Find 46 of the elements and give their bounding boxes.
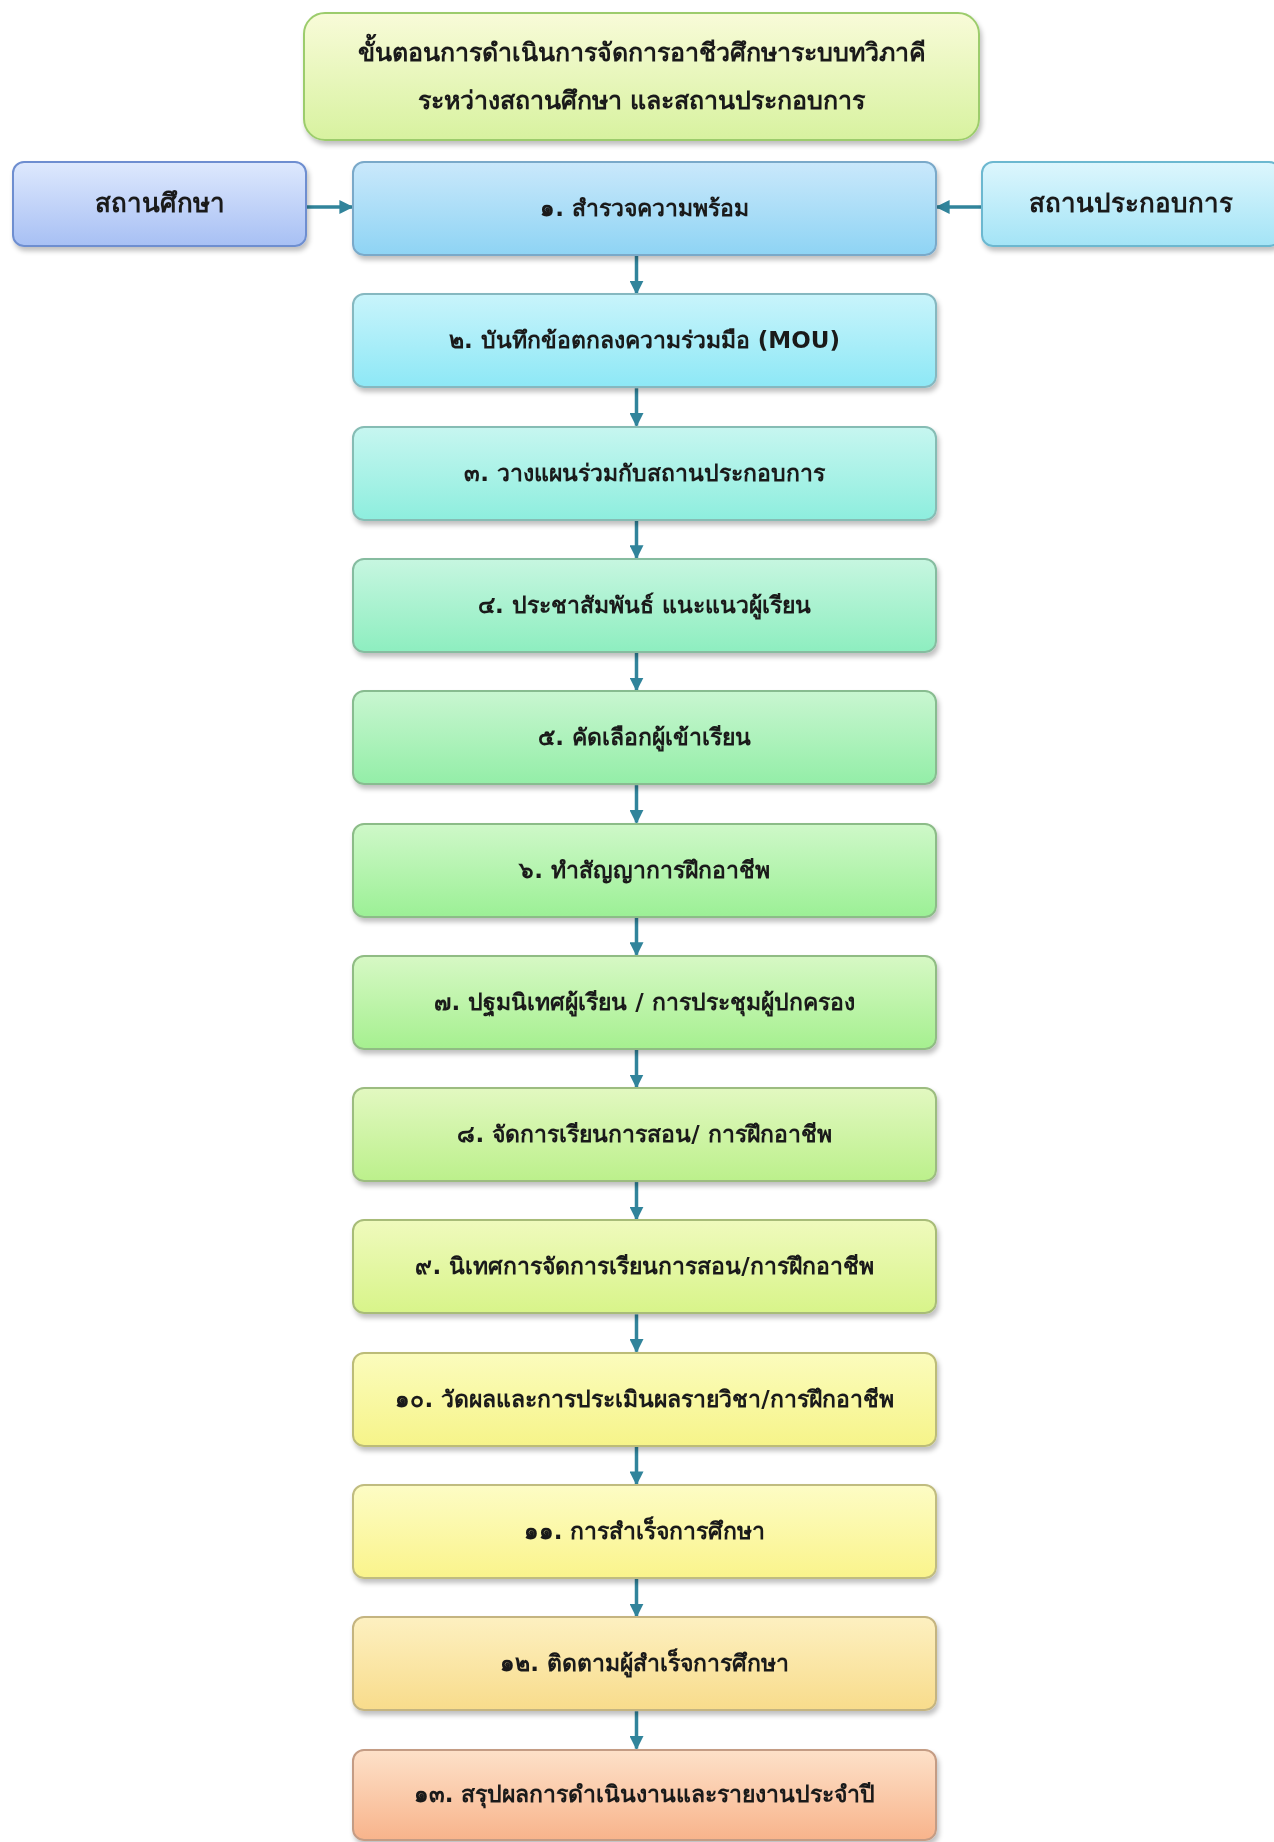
- step-label: ๒. บันทึกข้อตกลงความร่วมมือ (MOU): [449, 326, 840, 356]
- step-label: ๖. ทำสัญญาการฝึกอาชีพ: [519, 855, 770, 886]
- arrow: [307, 200, 354, 214]
- step-label: ๘. จัดการเรียนการสอน/ การฝึกอาชีพ: [457, 1120, 832, 1150]
- arrow: [629, 917, 644, 957]
- arrow: [629, 1446, 644, 1486]
- process-box: [352, 1087, 937, 1183]
- process-box: [352, 557, 937, 653]
- process-box: [352, 690, 937, 786]
- arrow: [629, 1711, 644, 1750]
- process-box: [352, 954, 937, 1050]
- step-label: ๔. ประชาสัมพันธ์ แนะแนวผู้เรียน: [478, 591, 811, 622]
- step-label: ๑๒. ติดตามผู้สำเร็จการศึกษา: [500, 1647, 789, 1680]
- process-box: [352, 161, 937, 256]
- step-label: สถานศึกษา: [94, 187, 225, 221]
- party-box: [12, 161, 307, 247]
- process-box: [352, 1616, 937, 1712]
- process-box: [352, 1748, 937, 1841]
- party-box: [981, 161, 1274, 247]
- arrow: [629, 1314, 644, 1354]
- arrow: [629, 652, 644, 692]
- arrow: [629, 785, 644, 824]
- arrow: [629, 388, 644, 427]
- step-label: ๗. ปฐมนิเทศผู้เรียน / การประชุมผู้ปกครอง: [434, 987, 855, 1019]
- arrow: [629, 256, 644, 295]
- step-label: ๕. คัดเลือกผู้เข้าเรียน: [538, 723, 751, 754]
- arrow: [935, 200, 981, 214]
- process-box: [352, 293, 937, 389]
- step-label: ๑๑. การสำเร็จการศึกษา: [523, 1515, 766, 1547]
- process-box: [352, 1484, 937, 1579]
- title-box: [303, 12, 980, 141]
- arrow: [629, 1049, 644, 1089]
- arrow: [629, 1182, 644, 1221]
- arrow: [629, 1579, 644, 1618]
- process-box: [352, 822, 937, 918]
- arrow: [629, 520, 644, 560]
- step-label: สถานประกอบการ: [1029, 187, 1233, 221]
- process-box: [352, 1351, 937, 1447]
- step-label: ๑๓. สรุปผลการดำเนินงานและรายงานประจำปี: [413, 1780, 876, 1811]
- process-box: [352, 425, 937, 521]
- title-text: ขั้นตอนการดำเนินการจัดการอาชีวศึกษาระบบทวิภาคี ระหว่างสถานศึกษา และสถานประกอบการ: [319, 29, 964, 124]
- step-label: ๓. วางแผนร่วมกับสถานประกอบการ: [464, 458, 825, 488]
- step-label: ๑. สำรวจความพร้อม: [540, 194, 749, 224]
- process-box: [352, 1219, 937, 1315]
- step-label: ๙. นิเทศการจัดการเรียนการสอน/การฝึกอาชีพ: [415, 1252, 874, 1282]
- step-label: ๑๐. วัดผลและการประเมินผลรายวิชา/การฝึกอาชีพ: [395, 1384, 894, 1414]
